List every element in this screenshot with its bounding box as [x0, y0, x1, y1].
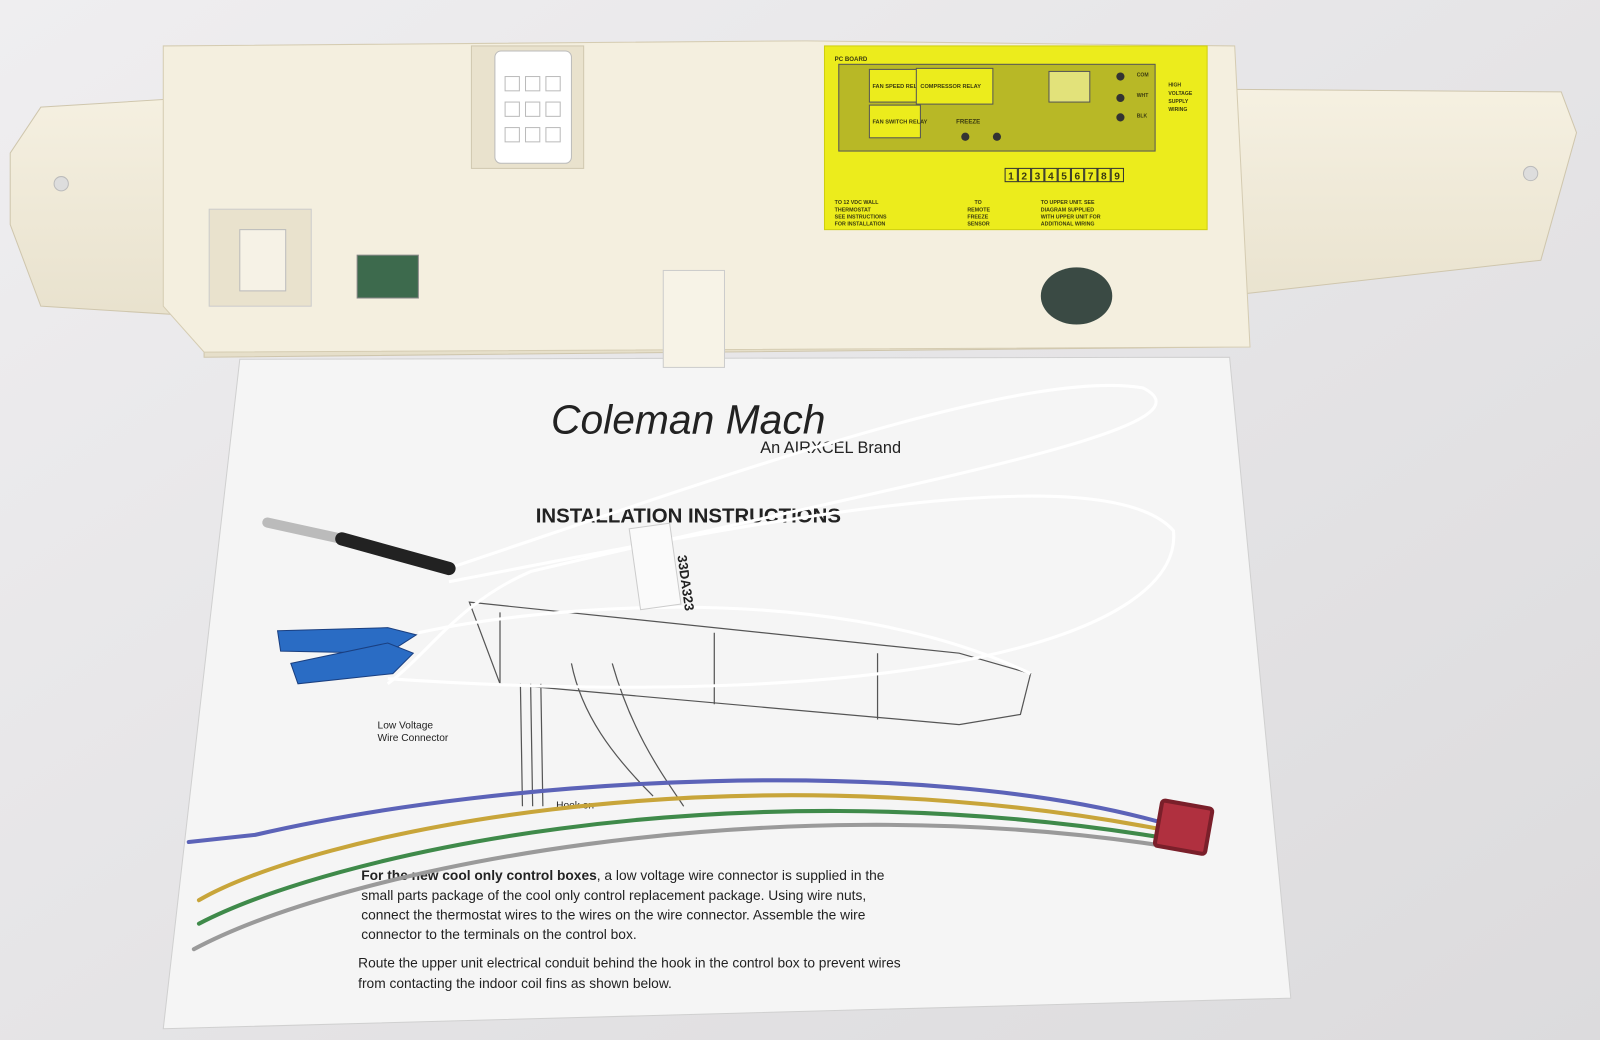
terminal-box	[1110, 167, 1124, 183]
terminal-box	[1057, 167, 1071, 183]
paragraph-2-line: Route the upper unit electrical conduit …	[358, 956, 901, 971]
upper-unit-note: TO UPPER UNIT. SEE	[1041, 200, 1095, 206]
terminal-box	[1004, 167, 1018, 183]
wiring-label: PC BOARD FAN SPEED RELAY FAN SWITCH RELA…	[823, 45, 1208, 231]
mount-hole-right	[1522, 165, 1539, 182]
sensor-probe	[262, 517, 347, 544]
wire-hole	[1040, 267, 1113, 325]
paragraph-1: For the new cool only control boxes, a l…	[361, 868, 885, 942]
freeze-sensor-lead	[262, 383, 1176, 689]
freeze-note: FREEZE	[967, 214, 988, 220]
thermostat-jack	[239, 229, 287, 292]
compressor-relay-label: COMPRESSOR RELAY	[920, 84, 981, 90]
heat-shrink	[335, 532, 456, 576]
terminal-box	[1044, 167, 1058, 183]
nine-pin-plug	[494, 50, 572, 164]
red-connector	[1152, 798, 1215, 856]
supply-note: VOLTAGE	[1168, 91, 1192, 97]
wire-harness	[186, 778, 1215, 952]
terminal-box	[1097, 167, 1111, 183]
upper-unit-note: ADDITIONAL WIRING	[1041, 222, 1095, 228]
callout-line-2: Wire Connector	[378, 733, 449, 744]
terminal-box	[1084, 167, 1098, 183]
fan-speed-relay-label: FAN SPEED RELAY	[872, 84, 924, 90]
thermostat-note: THERMOSTAT	[835, 207, 872, 213]
freeze-note: SENSOR	[967, 222, 990, 228]
terminal-number: 7	[1088, 172, 1094, 183]
terminal-number: 5	[1061, 172, 1067, 183]
conduit-hook	[662, 269, 725, 368]
instruction-sheet: Coleman Mach An AIRXCEL Brand INSTALLATI…	[162, 356, 1292, 1030]
freeze-note: REMOTE	[967, 207, 990, 213]
terminal-box	[1017, 167, 1032, 183]
paragraph-1-line: connect the thermostat wires to the wire…	[361, 908, 866, 923]
paragraph-1-line: small parts package of the cool only con…	[361, 888, 866, 903]
terminal-number: 8	[1101, 172, 1107, 183]
paragraph-2-line: from contacting the indoor coil fins as …	[358, 976, 672, 991]
supply-note: WIRING	[1168, 107, 1187, 113]
terminal-number: 6	[1074, 172, 1080, 183]
svg-text:For the new cool only control: For the new cool only control boxes, a l…	[361, 868, 885, 883]
freeze-label: FREEZE	[956, 118, 980, 125]
upper-unit-note: DIAGRAM SUPPLIED	[1041, 207, 1094, 213]
supply-note: SUPPLY	[1168, 99, 1189, 105]
terminal-number: 9	[1114, 172, 1120, 183]
fan-switch-relay-label: FAN SWITCH RELAY	[872, 119, 927, 125]
terminal-number: 4	[1048, 172, 1054, 183]
label-title: PC BOARD	[835, 56, 868, 63]
terminal-box	[1031, 167, 1045, 183]
paragraph-1-line: , a low voltage wire connector is suppli…	[597, 868, 885, 883]
sensor-tag: 33DA323	[628, 522, 697, 612]
freeze-note: TO	[974, 200, 981, 206]
tap-blk: BLK	[1137, 113, 1148, 119]
thermostat-note: SEE INSTRUCTIONS	[835, 214, 887, 220]
paragraph-1-bold: For the new cool only control boxes	[361, 868, 597, 883]
thermostat-note: FOR INSTALLATION	[835, 222, 886, 228]
supply-note: HIGH	[1168, 83, 1181, 89]
brand-logo: Coleman Mach	[551, 397, 825, 443]
thermostat-note: TO 12 VDC WALL	[835, 200, 880, 206]
paragraph-1-line: connector to the terminals on the contro…	[361, 927, 636, 942]
terminal-number: 3	[1035, 172, 1041, 183]
upper-unit-note: WITH UPPER UNIT FOR	[1041, 214, 1101, 220]
freeze-terminals	[356, 254, 419, 299]
terminal-box	[1070, 167, 1085, 183]
terminal-number: 2	[1021, 172, 1027, 183]
mount-hole-left	[53, 176, 69, 192]
tap-com: COM	[1137, 73, 1149, 79]
callout-line-1: Low Voltage	[378, 721, 434, 732]
terminal-number: 1	[1008, 172, 1014, 183]
paragraph-2: Route the upper unit electrical conduit …	[358, 956, 901, 991]
box-illustration	[468, 601, 1032, 807]
tap-wht: WHT	[1137, 93, 1149, 99]
blue-terminals	[276, 627, 418, 685]
